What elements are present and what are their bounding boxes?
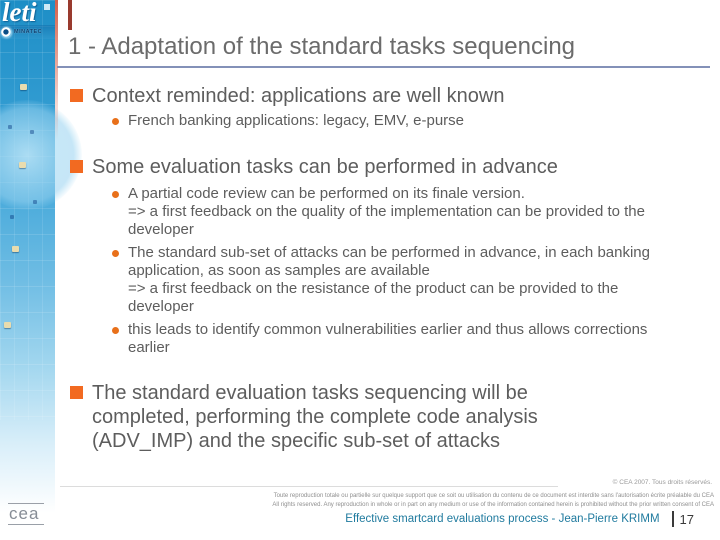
wafer-chip xyxy=(20,84,27,90)
section-heading: The standard evaluation tasks sequencing… xyxy=(92,382,538,452)
dot-bullet-icon xyxy=(112,118,119,125)
bullet-text: A partial code review can be performed o… xyxy=(128,185,645,238)
title-divider xyxy=(57,66,710,68)
list-item: French banking applications: legacy, EMV… xyxy=(68,112,663,130)
list-item: The standard sub-set of attacks can be p… xyxy=(68,244,663,316)
section-heading: Some evaluation tasks can be performed i… xyxy=(92,156,558,178)
page-number: 17 xyxy=(679,511,694,527)
bullet-text: The standard sub-set of attacks can be p… xyxy=(128,244,650,315)
footer-divider xyxy=(60,486,558,487)
legal-text-english: All rights reserved. Any reproduction in… xyxy=(272,502,714,508)
wafer-chip xyxy=(33,200,37,204)
minatec-swirl-icon xyxy=(1,26,12,38)
decorative-red-block xyxy=(68,0,72,30)
decorative-red-strip xyxy=(55,0,58,140)
page-number-divider xyxy=(671,511,674,527)
wafer-grid-pattern xyxy=(0,0,55,420)
cea-logo: cea xyxy=(8,503,46,525)
square-bullet-icon xyxy=(70,160,83,173)
wafer-chip xyxy=(4,322,11,328)
presentation-title: Effective smartcard evaluations process … xyxy=(345,513,660,525)
list-item: this leads to identify common vulnerabil… xyxy=(68,321,663,357)
square-bullet-icon xyxy=(70,386,83,399)
copyright-notice: © CEA 2007. Tous droits réservés. xyxy=(612,479,712,486)
section-evaluation-tasks: Some evaluation tasks can be performed i… xyxy=(68,155,663,362)
wafer-chip xyxy=(10,215,14,219)
wafer-chip xyxy=(30,130,34,134)
leti-logo-spark xyxy=(44,4,50,10)
minatec-label: MINATEC xyxy=(14,29,43,35)
footer-bottom: Effective smartcard evaluations process … xyxy=(345,511,694,527)
wafer-chip xyxy=(8,125,12,129)
cea-logo-bottom-line xyxy=(8,524,44,525)
bullet-text: this leads to identify common vulnerabil… xyxy=(128,321,648,356)
bullet-text: French banking applications: legacy, EMV… xyxy=(128,112,465,129)
page-title: 1 - Adaptation of the standard tasks seq… xyxy=(68,33,576,61)
wafer-chip xyxy=(19,162,26,168)
wafer-chip xyxy=(12,246,19,252)
leti-logo: leti xyxy=(2,0,37,27)
square-bullet-icon xyxy=(70,89,83,102)
dot-bullet-icon xyxy=(112,327,119,334)
legal-text-french: Toute reproduction totale ou partielle s… xyxy=(273,493,714,499)
cea-logo-text: cea xyxy=(9,504,40,523)
cea-logo-top-line xyxy=(8,503,44,504)
dot-bullet-icon xyxy=(112,191,119,198)
section-context: Context reminded: applications are well … xyxy=(68,84,663,135)
sidebar-wafer-strip: leti MINATEC xyxy=(0,0,82,540)
section-standard-sequencing: The standard evaluation tasks sequencing… xyxy=(68,381,597,453)
minatec-logo: MINATEC xyxy=(0,25,55,39)
list-item: A partial code review can be performed o… xyxy=(68,185,663,239)
section-heading: Context reminded: applications are well … xyxy=(92,85,505,107)
dot-bullet-icon xyxy=(112,250,119,257)
